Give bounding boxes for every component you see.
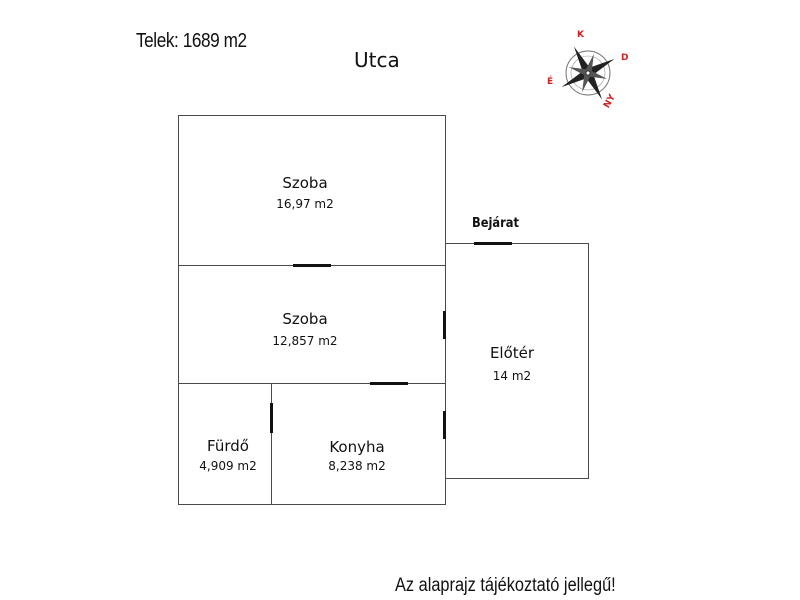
compass-letter: NY [602, 93, 618, 111]
room-area: 8,238 m2 [328, 459, 386, 473]
door [293, 264, 331, 267]
room-name: Fürdő [207, 437, 249, 455]
room-name: Szoba [282, 310, 328, 328]
compass-letter: D [621, 53, 628, 63]
room-name: Szoba [282, 174, 328, 192]
street-label: Utca [354, 48, 400, 72]
compass-letter: K [577, 30, 585, 40]
vestibule-outline [445, 243, 589, 479]
plot-area-label: Telek: 1689 m2 [136, 30, 247, 52]
entrance-door [474, 242, 512, 245]
door [270, 403, 273, 433]
door [443, 411, 446, 439]
disclaimer-note: Az alaprajz tájékoztató jellegű! [395, 575, 616, 596]
door [370, 382, 408, 385]
room-area: 4,909 m2 [199, 459, 257, 473]
room-area: 16,97 m2 [276, 197, 334, 211]
door [443, 311, 446, 339]
room-name: Előtér [489, 344, 535, 362]
entrance-label: Bejárat [472, 216, 519, 231]
partition-wall [271, 383, 272, 505]
room-name: Konyha [329, 438, 385, 456]
room-area: 14 m2 [492, 369, 532, 383]
partition-wall [178, 383, 446, 384]
compass-rose-icon: K D NY É [547, 30, 628, 111]
compass-letter: É [547, 75, 553, 87]
room-area: 12,857 m2 [272, 334, 338, 348]
